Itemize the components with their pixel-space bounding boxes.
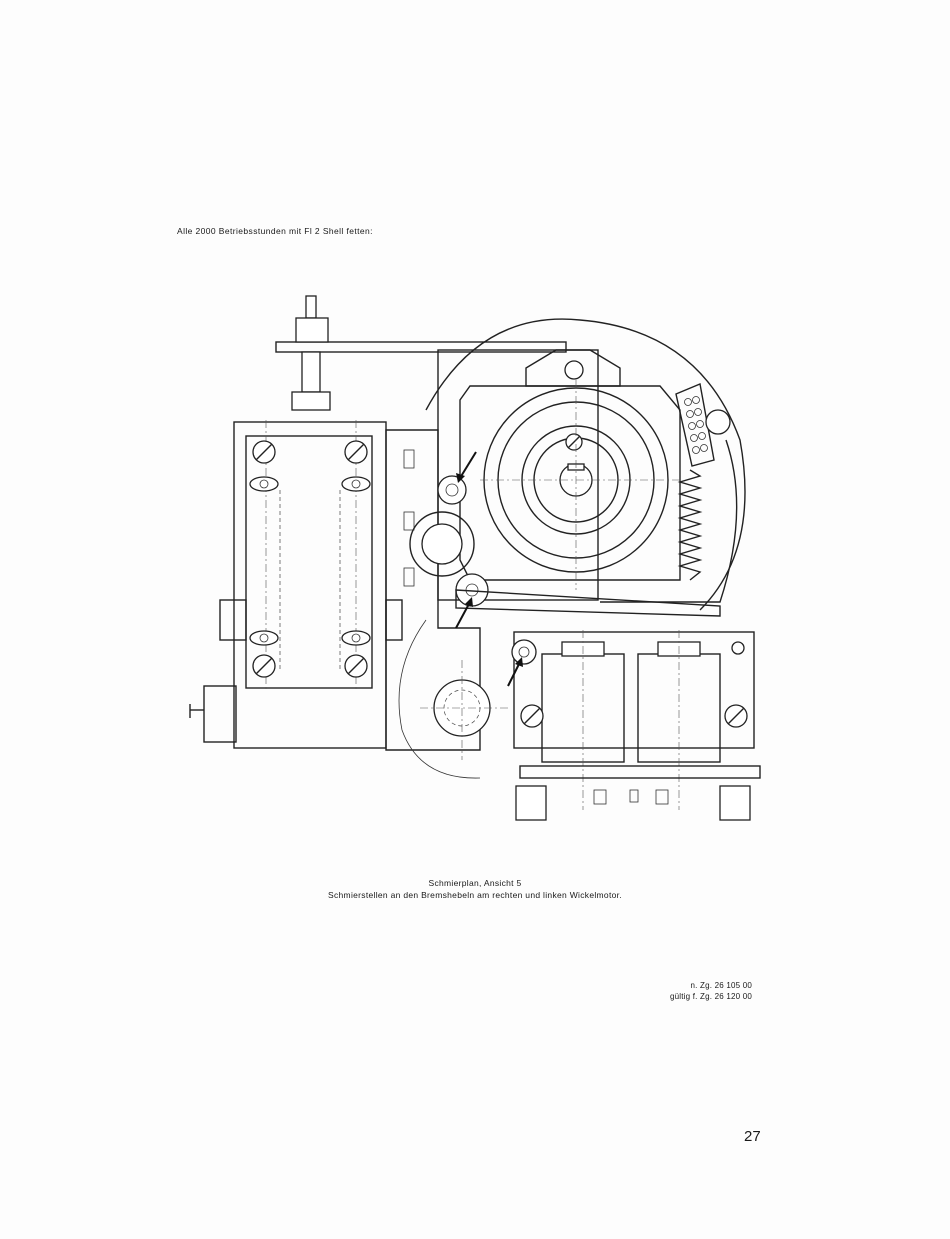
- wickelmotor-right: [480, 380, 680, 590]
- threaded-rod: [306, 296, 316, 318]
- left-knurled-foot: [516, 786, 546, 820]
- drawing-reference: n. Zg. 26 105 00 gültig f. Zg. 26 120 00: [670, 980, 752, 1002]
- figure-caption: Schmierplan, Ansicht 5 Schmierstellen an…: [0, 877, 950, 901]
- drawing-number: n. Zg. 26 105 00: [670, 980, 752, 991]
- idler-roller-inner: [422, 524, 462, 564]
- left-foot: [204, 686, 236, 742]
- relay-block: [514, 632, 754, 748]
- screw-icon: [521, 705, 747, 727]
- spindle-shaft: [302, 352, 320, 392]
- lubrication-diagram: [180, 290, 780, 830]
- brake-band: [600, 440, 737, 602]
- left-housing: [234, 422, 386, 748]
- brake-lever-rod: [456, 590, 720, 616]
- adjuster-nut: [296, 318, 328, 342]
- arm-pivot: [706, 410, 730, 434]
- left-bracket: [220, 600, 246, 640]
- brake-lever-bearing-upper: [438, 476, 466, 504]
- spring-icon: [680, 470, 700, 580]
- right-knurled-foot: [720, 786, 750, 820]
- validity-note: gültig f. Zg. 26 120 00: [670, 991, 752, 1002]
- lubrication-instruction: Alle 2000 Betriebsstunden mit Fl 2 Shell…: [177, 226, 373, 236]
- brake-lever-bearing-left-motor: [512, 640, 536, 664]
- caption-title: Schmierplan, Ansicht 5: [0, 877, 950, 889]
- wing-nut-group: [250, 477, 370, 645]
- spindle-collar: [292, 392, 330, 410]
- caption-description: Schmierstellen an den Bremshebeln am rec…: [0, 889, 950, 901]
- page-number: 27: [744, 1128, 761, 1145]
- base-plate: [520, 766, 760, 778]
- right-bracket: [386, 600, 402, 640]
- top-bolt: [565, 361, 583, 379]
- left-magnet-frame: [246, 436, 372, 688]
